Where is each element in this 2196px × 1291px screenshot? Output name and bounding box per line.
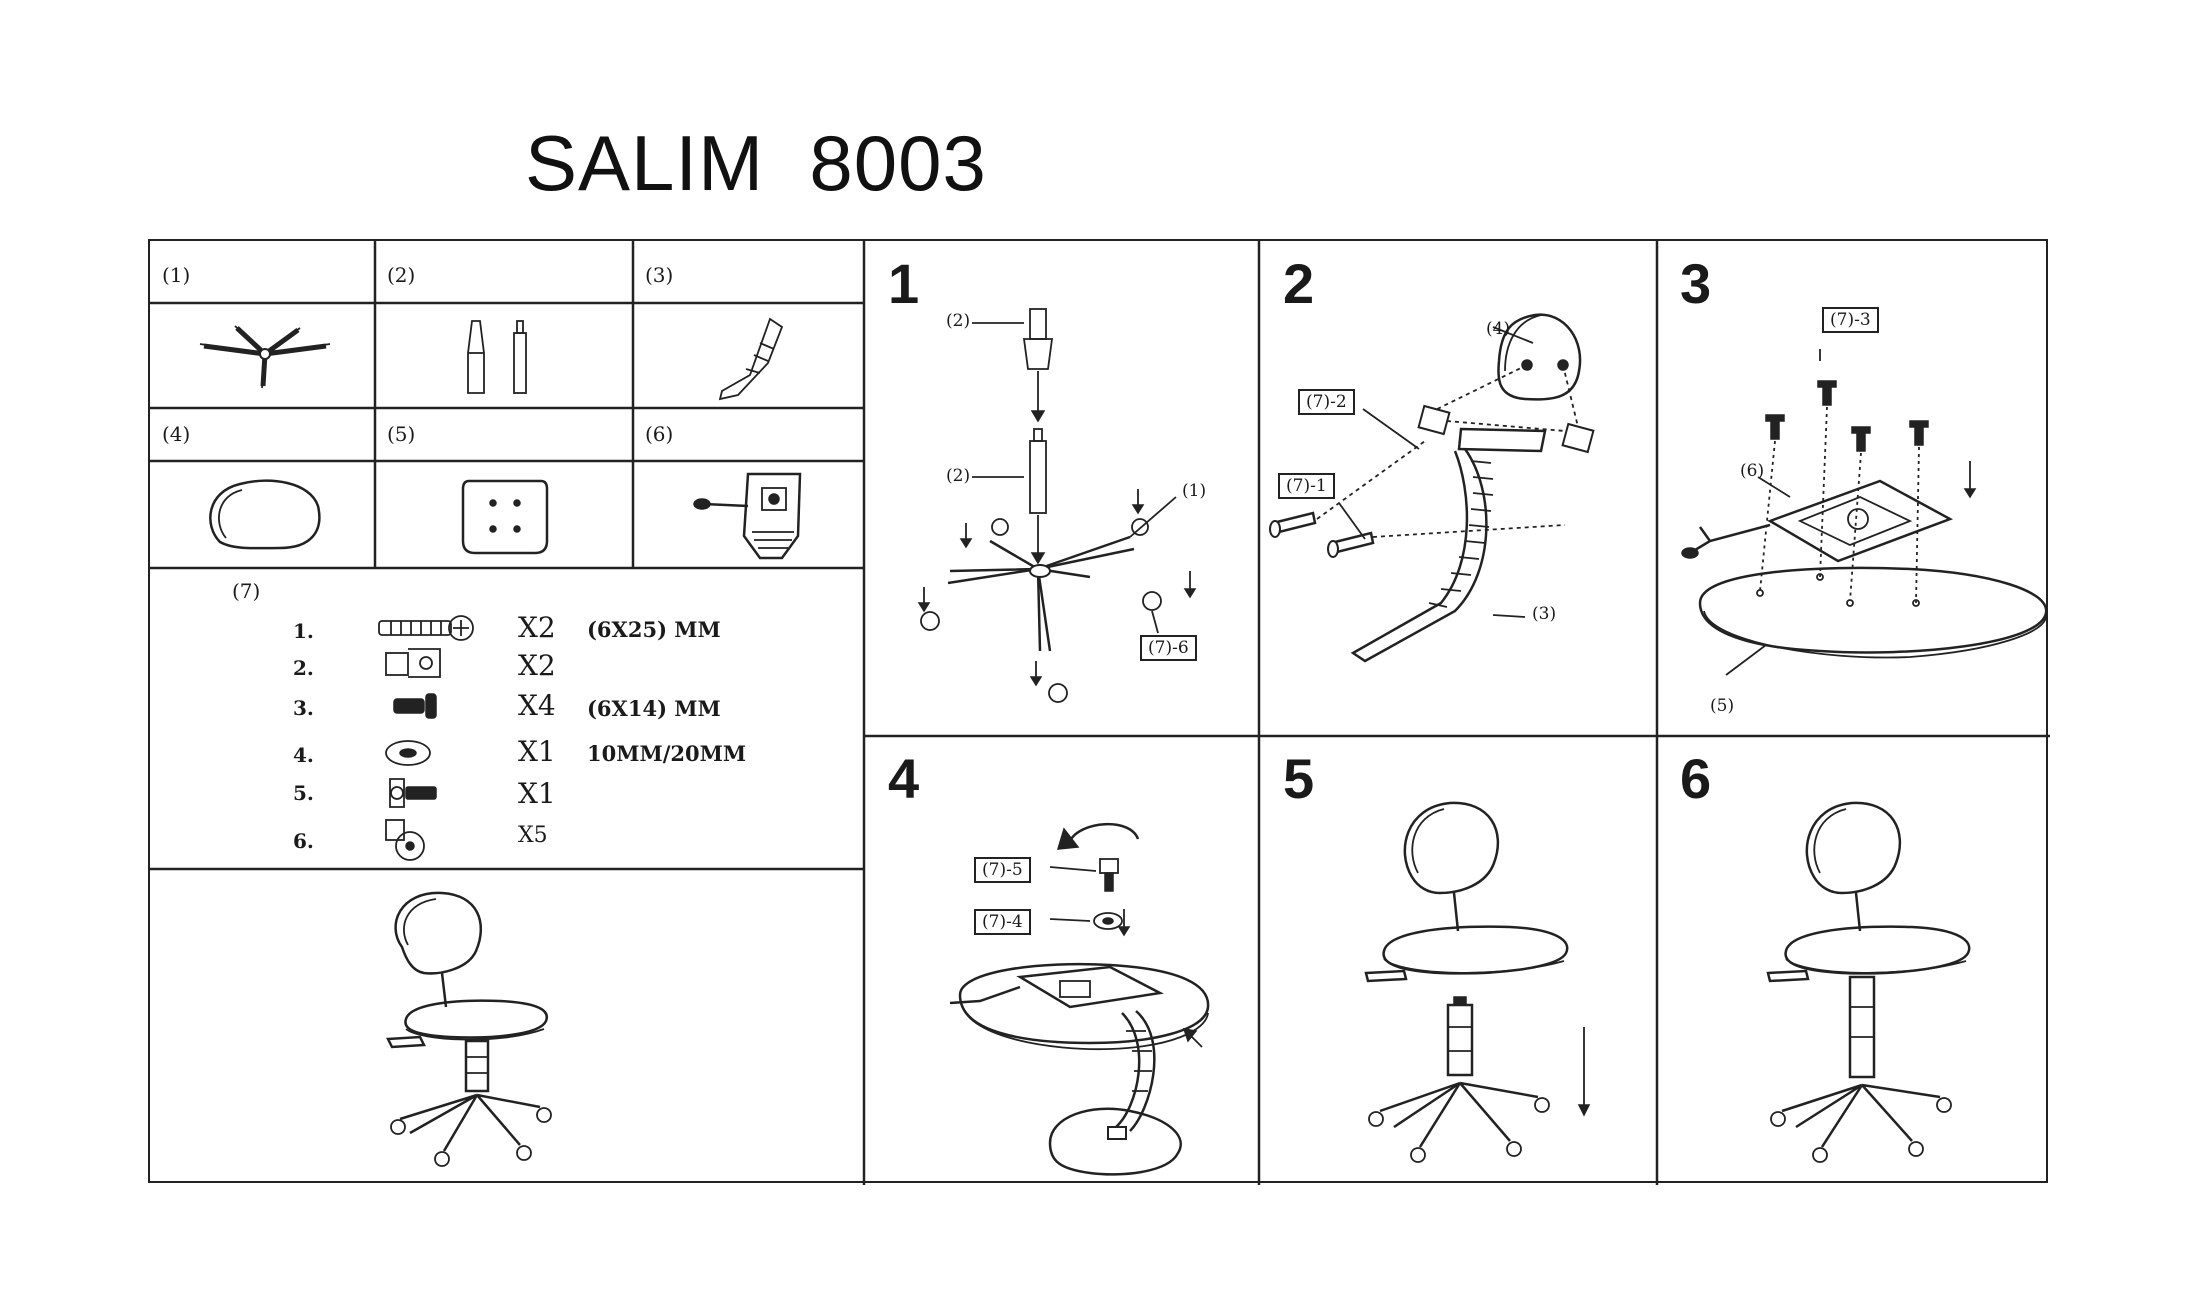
step1-callout-gas-top: (2) xyxy=(946,311,971,331)
washer-icon xyxy=(385,740,431,766)
step-number-2: 2 xyxy=(1283,252,1315,315)
hardware-size-3: (6X14) MM xyxy=(587,696,721,721)
step3-callout-mechanism: (6) xyxy=(1740,461,1765,481)
hardware-qty-3: X4 xyxy=(518,689,556,722)
step1-callout-gas-bottom: (2) xyxy=(946,466,971,486)
hardware-num-6: 6. xyxy=(293,829,314,853)
mechanism-icon xyxy=(693,472,802,560)
step-number-1: 1 xyxy=(888,252,920,315)
part-label-2: (2) xyxy=(387,263,416,287)
grid-lines xyxy=(150,241,2050,1185)
part-label-1: (1) xyxy=(162,263,191,287)
product-title: SALIM 8003 xyxy=(525,119,987,207)
hardware-qty-1: X2 xyxy=(518,611,556,644)
step-number-4: 4 xyxy=(888,747,920,810)
step2-callout-bracket: (7)-2 xyxy=(1298,389,1355,415)
hardware-qty-2: X2 xyxy=(518,649,556,682)
gas-lift-icon xyxy=(467,320,527,394)
finished-chair-illustration xyxy=(386,891,552,1167)
hardware-size-4: 10MM/20MM xyxy=(587,741,747,766)
step2-backrest-assembly xyxy=(1269,313,1595,663)
bracket-icon xyxy=(385,648,441,678)
step-number-3: 3 xyxy=(1680,252,1712,315)
step3-seat-mechanism xyxy=(1681,349,2048,676)
step6-finished-chair xyxy=(1766,801,1971,1163)
star-base-icon xyxy=(199,325,331,389)
long-screw-icon xyxy=(378,615,474,641)
step2-callout-screw: (7)-1 xyxy=(1278,473,1335,499)
hardware-num-5: 5. xyxy=(293,781,314,805)
step1-callout-base: (1) xyxy=(1182,481,1207,501)
step3-callout-screw: (7)-3 xyxy=(1822,307,1879,333)
step1-base-assembly xyxy=(917,308,1197,703)
step-number-5: 5 xyxy=(1283,747,1315,810)
hardware-num-1: 1. xyxy=(293,619,314,643)
caster-icon xyxy=(385,819,425,861)
step5-chair-assembly xyxy=(1364,801,1591,1163)
step2-callout-bar: (3) xyxy=(1532,604,1557,624)
backrest-icon xyxy=(209,479,321,550)
seat-icon xyxy=(461,479,549,555)
knob-icon xyxy=(389,778,437,808)
hardware-qty-6: X5 xyxy=(518,823,548,848)
part-label-4: (4) xyxy=(162,422,191,446)
step1-callout-caster: (7)-6 xyxy=(1140,635,1197,661)
part-label-3: (3) xyxy=(645,263,674,287)
step-number-6: 6 xyxy=(1680,747,1712,810)
hardware-qty-4: X1 xyxy=(518,735,556,768)
hardware-size-1: (6X25) MM xyxy=(587,617,721,642)
back-bar-icon xyxy=(718,317,784,401)
hardware-num-2: 2. xyxy=(293,656,314,680)
instruction-frame: (1) (2) (3) (4) (5) (6) (7) xyxy=(148,239,2050,1185)
hardware-num-4: 4. xyxy=(293,743,314,767)
step4-knob-assembly xyxy=(949,823,1210,1176)
short-screw-icon xyxy=(393,693,437,719)
step2-callout-backrest: (4) xyxy=(1486,319,1511,339)
hardware-qty-5: X1 xyxy=(518,777,556,810)
hardware-num-3: 3. xyxy=(293,696,314,720)
part-label-7: (7) xyxy=(232,579,261,603)
step4-callout-knob: (7)-5 xyxy=(974,857,1031,883)
part-label-6: (6) xyxy=(645,422,674,446)
part-label-5: (5) xyxy=(387,422,416,446)
step4-callout-washer: (7)-4 xyxy=(974,909,1031,935)
step3-callout-seat: (5) xyxy=(1710,696,1735,716)
